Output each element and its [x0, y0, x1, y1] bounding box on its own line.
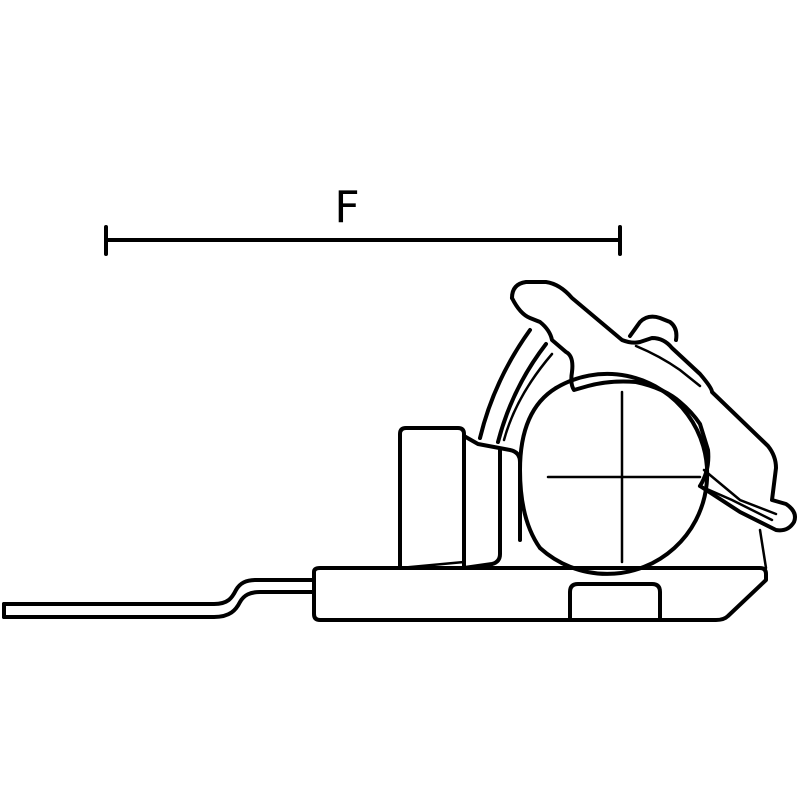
- cable-ring: [518, 371, 710, 576]
- dimension-label: F: [334, 182, 359, 233]
- mounting-tab: [2, 578, 316, 619]
- latch-lid: [510, 280, 797, 570]
- dimension-f: F: [104, 182, 622, 256]
- hinge-arm: [478, 328, 554, 444]
- base-slot: [568, 582, 662, 622]
- clip-base: [312, 566, 768, 622]
- back-block: [398, 426, 522, 570]
